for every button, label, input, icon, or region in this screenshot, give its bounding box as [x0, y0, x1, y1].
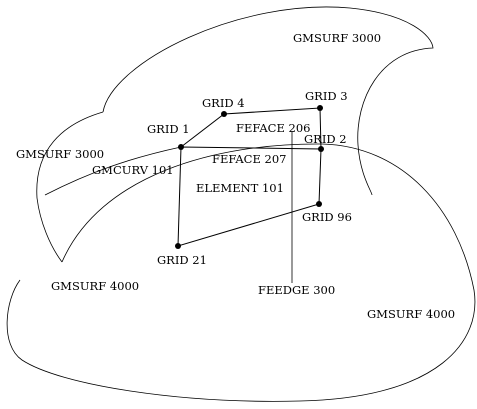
grid-96-node [316, 201, 322, 207]
feedge-300-label: FEEDGE 300 [258, 283, 335, 297]
element-101-label: ELEMENT 101 [196, 181, 284, 195]
feface-207-label: FEFACE 207 [212, 152, 286, 166]
feface-206-label: FEFACE 206 [236, 121, 310, 135]
grid-4-label: GRID 4 [202, 96, 245, 110]
grid-3-label: GRID 3 [305, 89, 348, 103]
gmcurv-101-label: GMCURV 101 [92, 163, 174, 177]
grid-1-label: GRID 1 [147, 122, 190, 136]
grid-96-label: GRID 96 [302, 210, 352, 224]
grid-2-label: GRID 2 [304, 132, 347, 146]
grid-4-node [221, 111, 227, 117]
feface-206-edges [180, 107, 322, 150]
grid-2-node [318, 146, 324, 152]
gmsurf-3000-top-label: GMSURF 3000 [293, 31, 381, 45]
grid-21-node [175, 243, 181, 249]
gmsurf-4000-outline [6, 143, 476, 402]
grid-3-node [317, 105, 323, 111]
grid-21-label: GRID 21 [157, 253, 207, 267]
grid-1-node [178, 144, 184, 150]
gmsurf-4000-right-label: GMSURF 4000 [367, 307, 455, 321]
gmsurf-4000-left-label: GMSURF 4000 [51, 279, 139, 293]
gmsurf-3000-outline [36, 6, 434, 263]
gmsurf-3000-left-label: GMSURF 3000 [16, 147, 104, 161]
gmcurv-101-curve [44, 146, 182, 196]
